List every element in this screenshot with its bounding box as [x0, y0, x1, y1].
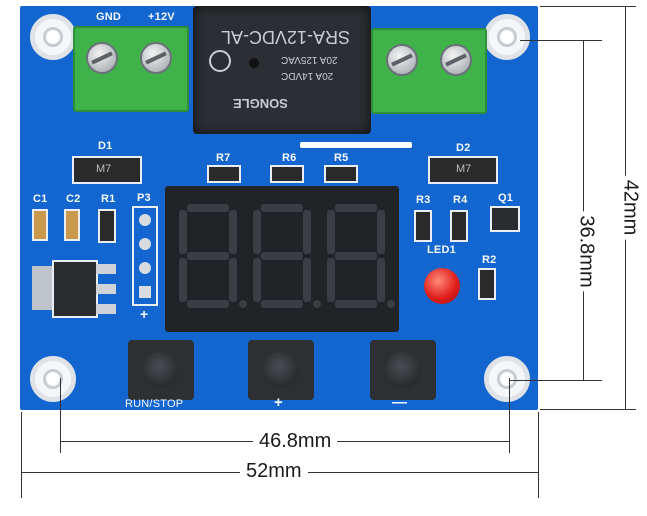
decimal-point	[239, 300, 247, 308]
dim-line-height-holes	[583, 40, 584, 380]
run-stop-label: RUN/STOP	[125, 398, 184, 410]
display-digit-2	[253, 204, 311, 308]
regulator-body	[52, 260, 98, 318]
seven-segment-display	[165, 186, 399, 332]
screw-icon	[140, 42, 172, 74]
decimal-point	[387, 300, 395, 308]
relay-brand: SONGLE	[233, 96, 288, 111]
diode-d2-mark: M7	[456, 163, 472, 175]
r2-label: R2	[482, 254, 497, 266]
dim-tick	[60, 378, 61, 453]
d1-label: D1	[98, 140, 113, 152]
screw-icon	[386, 44, 418, 76]
r6-label: R6	[282, 152, 297, 164]
dim-width-holes: 46.8mm	[253, 430, 338, 453]
regulator-pin	[96, 304, 116, 314]
resistor-r3	[414, 210, 432, 242]
mounting-hole-bottom-left	[30, 356, 76, 402]
dim-tick	[510, 380, 602, 381]
c1-label: C1	[33, 193, 48, 205]
p3-label: P3	[137, 192, 151, 204]
resistor-r4	[450, 210, 468, 242]
dim-tick	[509, 378, 510, 453]
silkscreen-bar	[300, 142, 412, 148]
relay: SRA-12VDC-AL 20A 125VAC 20A 14VDC SONGLE	[193, 6, 371, 134]
q1-label: Q1	[498, 192, 514, 204]
dim-width-outer: 52mm	[240, 460, 308, 483]
capacitor-c1	[32, 209, 48, 241]
mounting-hole-top-right	[484, 14, 530, 60]
dim-tick	[538, 412, 539, 498]
dim-height-outer: 42mm	[618, 175, 642, 240]
dim-tick	[520, 40, 602, 41]
r7-label: R7	[216, 152, 231, 164]
plus-label: +	[274, 394, 283, 411]
regulator-pin	[96, 264, 116, 274]
screw-icon	[86, 42, 118, 74]
r4-label: R4	[453, 194, 468, 206]
r5-label: R5	[334, 152, 349, 164]
resistor-r1	[98, 209, 116, 243]
pin-icon	[139, 214, 151, 226]
dim-tick	[540, 409, 636, 410]
capacitor-c2	[64, 209, 80, 241]
p3-plus-label: +	[140, 306, 149, 322]
diode-d2: M7	[428, 156, 498, 184]
diode-d1: M7	[72, 156, 142, 184]
display-digit-1	[179, 204, 237, 308]
mounting-hole-bottom-right	[484, 356, 530, 402]
resistor-r7	[207, 165, 241, 183]
dim-tick	[540, 6, 636, 7]
gnd-label: GND	[96, 11, 122, 23]
relay-dot-icon	[249, 58, 259, 68]
button-cap[interactable]	[263, 352, 299, 388]
c2-label: C2	[66, 193, 81, 205]
decimal-point	[313, 300, 321, 308]
d2-label: D2	[456, 142, 471, 154]
run-stop-button[interactable]	[123, 340, 199, 400]
relay-rating-2: 20A 14VDC	[281, 70, 334, 81]
plus-button[interactable]	[243, 340, 319, 400]
pin-icon	[139, 262, 151, 274]
led1-label: LED1	[427, 244, 456, 256]
relay-model: SRA-12VDC-AL	[221, 27, 351, 47]
dim-tick	[21, 412, 22, 498]
r3-label: R3	[416, 194, 431, 206]
ul-mark-icon	[209, 50, 231, 72]
led-red	[424, 268, 460, 304]
voltage-regulator	[32, 266, 54, 310]
minus-label: —	[392, 394, 408, 411]
header-p3	[132, 206, 158, 306]
r1-label: R1	[101, 193, 116, 205]
mounting-hole-top-left	[30, 14, 76, 60]
resistor-r5	[324, 165, 358, 183]
minus-button[interactable]	[365, 340, 441, 400]
relay-rating-1: 20A 125VAC	[281, 54, 338, 65]
dim-height-holes: 36.8mm	[574, 211, 598, 292]
pin-icon	[139, 238, 151, 250]
regulator-pin	[96, 284, 116, 294]
button-cap[interactable]	[385, 352, 421, 388]
resistor-r2	[478, 268, 496, 300]
pin-icon	[139, 286, 151, 298]
resistor-r6	[270, 165, 304, 183]
screw-icon	[440, 44, 472, 76]
button-cap[interactable]	[143, 352, 179, 388]
relay-terminal-block	[371, 28, 487, 114]
transistor-q1	[490, 206, 520, 232]
display-digit-3	[327, 204, 385, 308]
diode-d1-mark: M7	[96, 163, 112, 175]
12v-label: +12V	[148, 11, 175, 23]
